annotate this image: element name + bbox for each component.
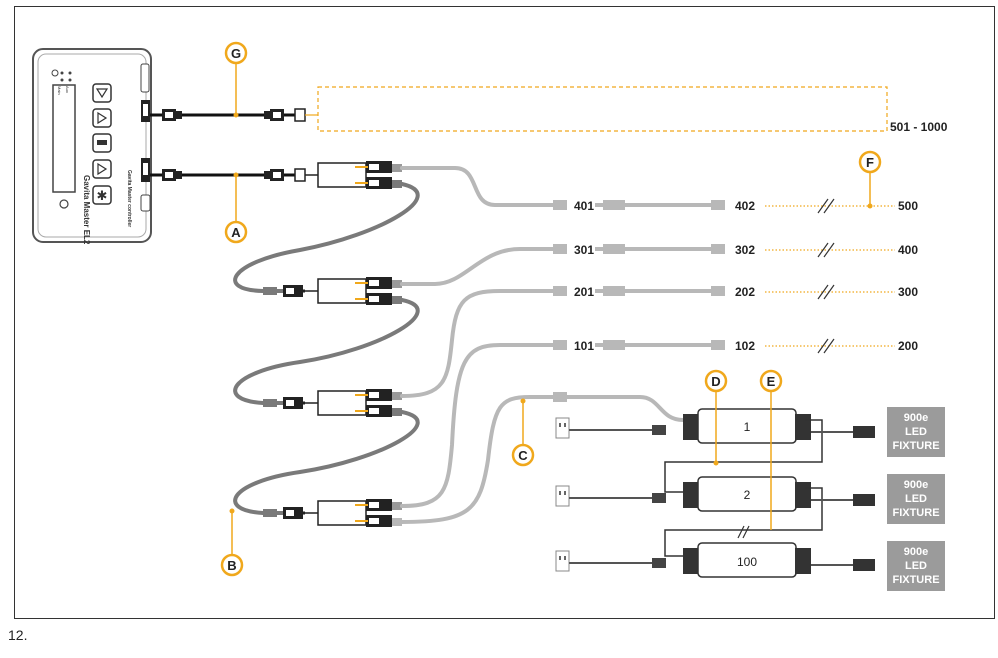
sun-key xyxy=(92,185,112,205)
svg-text:900e: 900e xyxy=(904,479,928,491)
address-201: 201 xyxy=(574,285,594,299)
svg-text:LED: LED xyxy=(905,426,927,438)
ballast-100-label: 100 xyxy=(737,555,757,569)
svg-text:FIXTURE: FIXTURE xyxy=(892,574,939,586)
address-300: 300 xyxy=(898,285,918,299)
callout-dots xyxy=(229,112,873,514)
callout-d: D xyxy=(704,369,728,393)
svg-text:F: F xyxy=(866,155,874,170)
controller-device: ✱ Gavita Master EL2 Gavita Master contro… xyxy=(32,48,152,245)
svg-text:FIXTURE: FIXTURE xyxy=(892,440,939,452)
run-links xyxy=(595,203,711,347)
page-number: 12. xyxy=(8,627,28,643)
svg-text:900e: 900e xyxy=(904,546,928,558)
address-102: 102 xyxy=(735,339,755,353)
callout-a: A xyxy=(224,220,248,244)
down-key xyxy=(92,159,112,179)
address-500: 500 xyxy=(898,199,918,213)
address-302: 302 xyxy=(735,243,755,257)
outlet-icon xyxy=(555,417,570,572)
svg-text:B: B xyxy=(227,558,236,573)
ballast-runs xyxy=(400,166,685,524)
callout-g: G xyxy=(224,41,248,65)
ballast-100: 100 xyxy=(683,542,811,578)
lamp-cords xyxy=(811,431,853,566)
controller-subtitle: Gavita Master controller xyxy=(126,170,132,227)
splitter-2 xyxy=(263,277,402,305)
daisy-chain-cable xyxy=(233,182,420,515)
controller-brand: Gavita Master EL2 xyxy=(82,175,91,245)
cord-plugs xyxy=(652,425,666,568)
svg-text:LED: LED xyxy=(905,493,927,505)
address-301: 301 xyxy=(574,243,594,257)
cable-a xyxy=(150,168,306,182)
svg-text:LED: LED xyxy=(905,560,927,572)
address-402: 402 xyxy=(735,199,755,213)
svg-text:900e: 900e xyxy=(904,412,928,424)
controller-display xyxy=(52,84,76,193)
callout-b: B xyxy=(220,553,244,577)
svg-text:E: E xyxy=(767,374,776,389)
cable-g xyxy=(150,108,318,122)
ballast-2-label: 2 xyxy=(744,488,751,502)
ballast-2: 2 xyxy=(683,476,811,512)
fixture-1: 900e LED FIXTURE xyxy=(887,407,945,457)
svg-text:G: G xyxy=(231,46,241,61)
extension-lines xyxy=(765,205,895,347)
address-200: 200 xyxy=(898,339,918,353)
break-marks xyxy=(817,198,835,354)
ballast-link xyxy=(664,419,823,557)
svg-text:C: C xyxy=(518,448,528,463)
callout-leaders xyxy=(231,62,871,555)
address-400: 400 xyxy=(898,243,918,257)
power-cords xyxy=(569,429,652,564)
future-range-box xyxy=(317,86,888,132)
svg-text:A: A xyxy=(231,225,241,240)
diagram-border xyxy=(14,6,995,619)
address-401: 401 xyxy=(574,199,594,213)
up-key xyxy=(92,83,112,103)
fixture-100: 900e LED FIXTURE xyxy=(887,541,945,591)
run-connectors xyxy=(553,200,725,402)
address-202: 202 xyxy=(735,285,755,299)
controller-led-main: Main xyxy=(57,86,62,95)
fixture-plugs xyxy=(853,426,875,571)
range-label: 501 - 1000 xyxy=(890,120,948,134)
svg-text:✱: ✱ xyxy=(97,188,108,203)
address-101: 101 xyxy=(574,339,594,353)
ballast-1-label: 1 xyxy=(744,420,751,434)
callout-e: E xyxy=(759,369,783,393)
right-key xyxy=(92,108,112,128)
fixture-2: 900e LED FIXTURE xyxy=(887,474,945,524)
callout-c: C xyxy=(511,443,535,467)
power-button-icon xyxy=(59,199,69,209)
splitter-1 xyxy=(305,161,402,189)
splitter-4 xyxy=(263,499,402,527)
ballast-1: 1 xyxy=(683,408,811,444)
controller-led-aux: Aux xyxy=(65,86,70,93)
callout-f: F xyxy=(858,150,882,174)
power-icon xyxy=(51,69,59,77)
splitter-3 xyxy=(263,389,402,417)
svg-text:D: D xyxy=(711,374,720,389)
svg-text:FIXTURE: FIXTURE xyxy=(892,507,939,519)
